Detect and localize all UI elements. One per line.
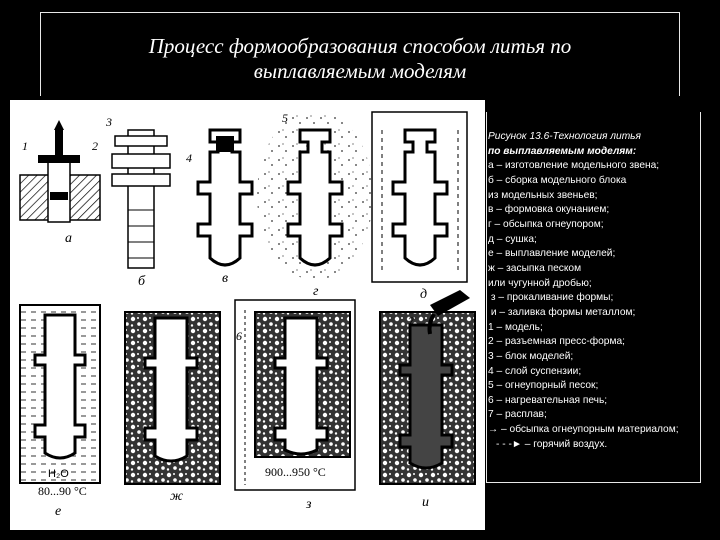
temperature-dewaxing: 80...90 °С	[38, 484, 87, 498]
caption-item: или чугунной дробью;	[488, 277, 592, 289]
part-number-5: 5	[282, 111, 288, 125]
frame-left-line	[40, 12, 41, 96]
caption-item: 4 – слой суспензии;	[488, 365, 582, 377]
water-label: H₂O	[48, 468, 69, 480]
panel-zh-backing	[124, 311, 221, 485]
caption-item: 1 – модель;	[488, 321, 543, 333]
caption-figure-title: по выплавляемым моделям:	[488, 145, 637, 157]
slide-title: Процесс формообразования способом литья …	[60, 34, 660, 84]
caption-item: д – сушка;	[488, 233, 537, 245]
caption-frame-left	[486, 112, 487, 482]
caption-figure-number: Рисунок 13.6-Технология литья	[488, 131, 641, 142]
label-panel-zh: ж	[170, 489, 183, 504]
part-number-7: 7	[408, 314, 415, 328]
caption-item: 7 – расплав;	[488, 409, 547, 421]
frame-right-line	[679, 12, 680, 96]
caption-item: в – формовка окунанием;	[488, 204, 610, 216]
panel-e-dewaxing	[19, 304, 101, 484]
caption-item: б – сборка модельного блока	[488, 174, 627, 186]
caption-item: 6 – нагревательная печь;	[488, 394, 608, 406]
part-number-6: 6	[236, 329, 242, 343]
label-panel-d: д	[420, 287, 427, 302]
slide-title-line2: выплавляемым моделям	[253, 59, 467, 83]
caption-item: з – прокаливание формы;	[488, 292, 614, 304]
panel-i-pouring	[379, 290, 476, 485]
caption-item: г – обсыпка огнеупором;	[488, 218, 604, 230]
caption-legend-arrow-text: – обсыпка огнеупорным материалом;	[501, 424, 679, 436]
process-illustration: а б в г д е ж з и 1 2 3 4 5 6 7 H₂O 80..…	[10, 100, 485, 530]
caption-legend-dashed: ‐ ‐ ‐► – горячий воздух.	[488, 438, 718, 453]
caption-item: 3 – блок моделей;	[488, 350, 574, 362]
label-panel-a: а	[65, 231, 72, 246]
label-panel-z: з	[305, 497, 312, 512]
label-panel-g: г	[313, 284, 319, 299]
label-panel-e: е	[55, 504, 61, 519]
caption-legend-arrow: → – обсыпка огнеупорным материалом;	[488, 423, 718, 438]
part-number-3: 3	[105, 115, 112, 129]
label-panel-b: б	[138, 274, 146, 289]
dashed-arrow-icon: ‐ ‐ ‐►	[496, 438, 522, 450]
part-number-1: 1	[22, 139, 28, 153]
part-number-4: 4	[186, 151, 192, 165]
caption-frame-right	[700, 112, 701, 482]
panel-d-drying	[371, 111, 468, 283]
caption-legend-dashed-text: – горячий воздух.	[524, 438, 608, 450]
panel-b-model-block	[111, 129, 171, 269]
part-number-2: 2	[92, 139, 98, 153]
process-diagram-svg: а б в г д е ж з и 1 2 3 4 5 6 7 H₂O 80..…	[19, 110, 476, 519]
panel-g-sanding	[257, 110, 373, 280]
caption-item: из модельных звеньев;	[488, 189, 598, 201]
slide-title-line1: Процесс формообразования способом литья …	[148, 34, 572, 58]
label-panel-i: и	[422, 495, 429, 510]
caption-frame-bottom	[486, 482, 701, 483]
figure-caption: Рисунок 13.6-Технология литья по выплавл…	[488, 130, 718, 452]
caption-item: 2 – разъемная пресс-форма;	[488, 336, 625, 348]
temperature-firing: 900...950 °С	[265, 465, 326, 479]
caption-item: и – заливка формы металлом;	[488, 306, 636, 318]
frame-top-line	[40, 12, 680, 13]
caption-item: ж – засыпка песком	[488, 262, 582, 274]
panel-z-firing	[234, 299, 356, 491]
caption-item: е – выплавление моделей;	[488, 248, 616, 260]
panel-a-press-form	[19, 120, 101, 223]
solid-arrow-icon: →	[488, 424, 499, 436]
caption-item: а – изготовление модельного звена;	[488, 160, 660, 172]
panel-v-dipping	[196, 128, 254, 267]
caption-item: 5 – огнеупорный песок;	[488, 380, 599, 392]
label-panel-v: в	[222, 271, 228, 286]
